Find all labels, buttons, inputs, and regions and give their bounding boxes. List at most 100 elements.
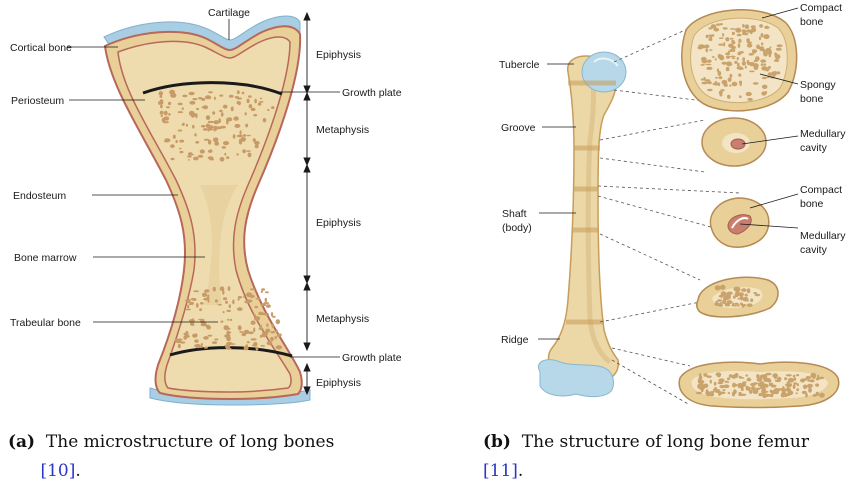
pore-dot [724,83,728,87]
pore-dot [168,102,171,105]
pore-dot [209,158,214,160]
pore-dot [745,24,749,29]
pore-dot [701,79,704,81]
pore-dot [736,291,740,294]
pore-dot [215,299,218,302]
label-compact-bone-2: Compact [800,184,842,196]
pore-dot [170,144,175,148]
pore-dot [771,383,774,388]
pore-dot [239,331,244,333]
pore-dot [718,382,724,385]
pore-dot [712,56,715,58]
pore-dot [275,336,277,339]
pore-dot [183,333,188,335]
pore-dot [238,102,241,105]
pore-dot [751,25,756,28]
pore-dot [718,44,724,46]
pore-dot [258,103,262,106]
pore-dot [162,118,165,123]
pore-dot [759,24,763,28]
pore-dot [175,339,178,341]
pore-dot [254,316,260,321]
pore-dot [785,384,788,386]
pore-dot [740,394,746,396]
pore-dot [761,63,764,66]
pore-dot [762,85,768,89]
label-compact-bone-1-line2: bone [800,16,824,28]
pore-dot [753,390,758,394]
pore-dot [164,111,168,116]
pore-dot [761,33,764,37]
caption-b-text: The structure of long bone femur [522,432,809,452]
pore-dot [727,300,733,304]
pore-dot [220,286,225,291]
pore-dot [753,292,757,294]
pore-dot [224,325,229,330]
pore-dot [228,286,231,291]
pore-dot [734,61,737,64]
pore-dot [724,297,727,301]
pore-dot [760,375,762,378]
pore-dot [248,331,254,334]
pore-dot [717,68,719,72]
pore-dot [169,90,175,95]
pore-dot [710,380,712,384]
pore-dot [705,79,710,82]
pore-dot [161,115,163,117]
pore-dot [763,34,769,39]
pore-dot [730,56,736,58]
pore-dot [782,387,784,391]
pore-dot [204,139,209,141]
pore-dot [210,121,214,123]
pore-dot [701,388,704,392]
pore-dot [728,392,730,394]
pore-dot [259,328,264,330]
pore-dot [255,145,259,149]
pore-dot [769,47,771,49]
pore-dot [160,95,163,98]
pore-dot [722,389,725,391]
pore-dot [796,392,798,394]
pore-dot [747,98,753,101]
pore-dot [189,92,195,95]
pore-dot [745,374,748,376]
pore-dot [260,335,263,338]
pore-dot [717,82,720,86]
caption-b-ref[interactable]: [11] [483,461,518,481]
pore-dot [240,130,242,134]
pore-dot [797,383,799,386]
pore-dot [761,91,766,95]
pore-dot [737,66,743,69]
pore-dot [233,116,238,120]
pore-dot [796,388,799,391]
panel-a-long-bone-section: Cartilage Cortical bone Periosteum Endos… [10,7,402,405]
pore-dot [706,48,709,52]
pore-dot [238,325,242,330]
pore-dot [262,332,264,336]
pore-dot [267,341,273,345]
caption-a-ref[interactable]: [10] [40,461,75,481]
pore-dot [706,375,711,378]
pore-dot [237,307,243,311]
pore-dot [223,105,228,109]
pore-dot [208,91,213,93]
pore-dot [738,383,742,387]
pore-dot [187,305,189,309]
pore-dot [178,103,183,106]
pore-dot [264,313,269,316]
pore-dot [718,54,722,59]
pore-dot [271,312,273,317]
pore-dot [728,44,734,48]
pore-dot [230,319,233,321]
label-cortical-bone: Cortical bone [10,42,72,54]
pore-dot [178,111,183,113]
pore-dot [802,391,807,394]
pore-dot [763,52,768,56]
pore-dot [276,319,280,324]
pore-dot [224,334,230,338]
pore-dot [182,124,184,126]
pore-dot [229,304,231,308]
pore-dot [730,38,734,40]
pore-dot [715,77,718,79]
pore-dot [709,37,713,41]
